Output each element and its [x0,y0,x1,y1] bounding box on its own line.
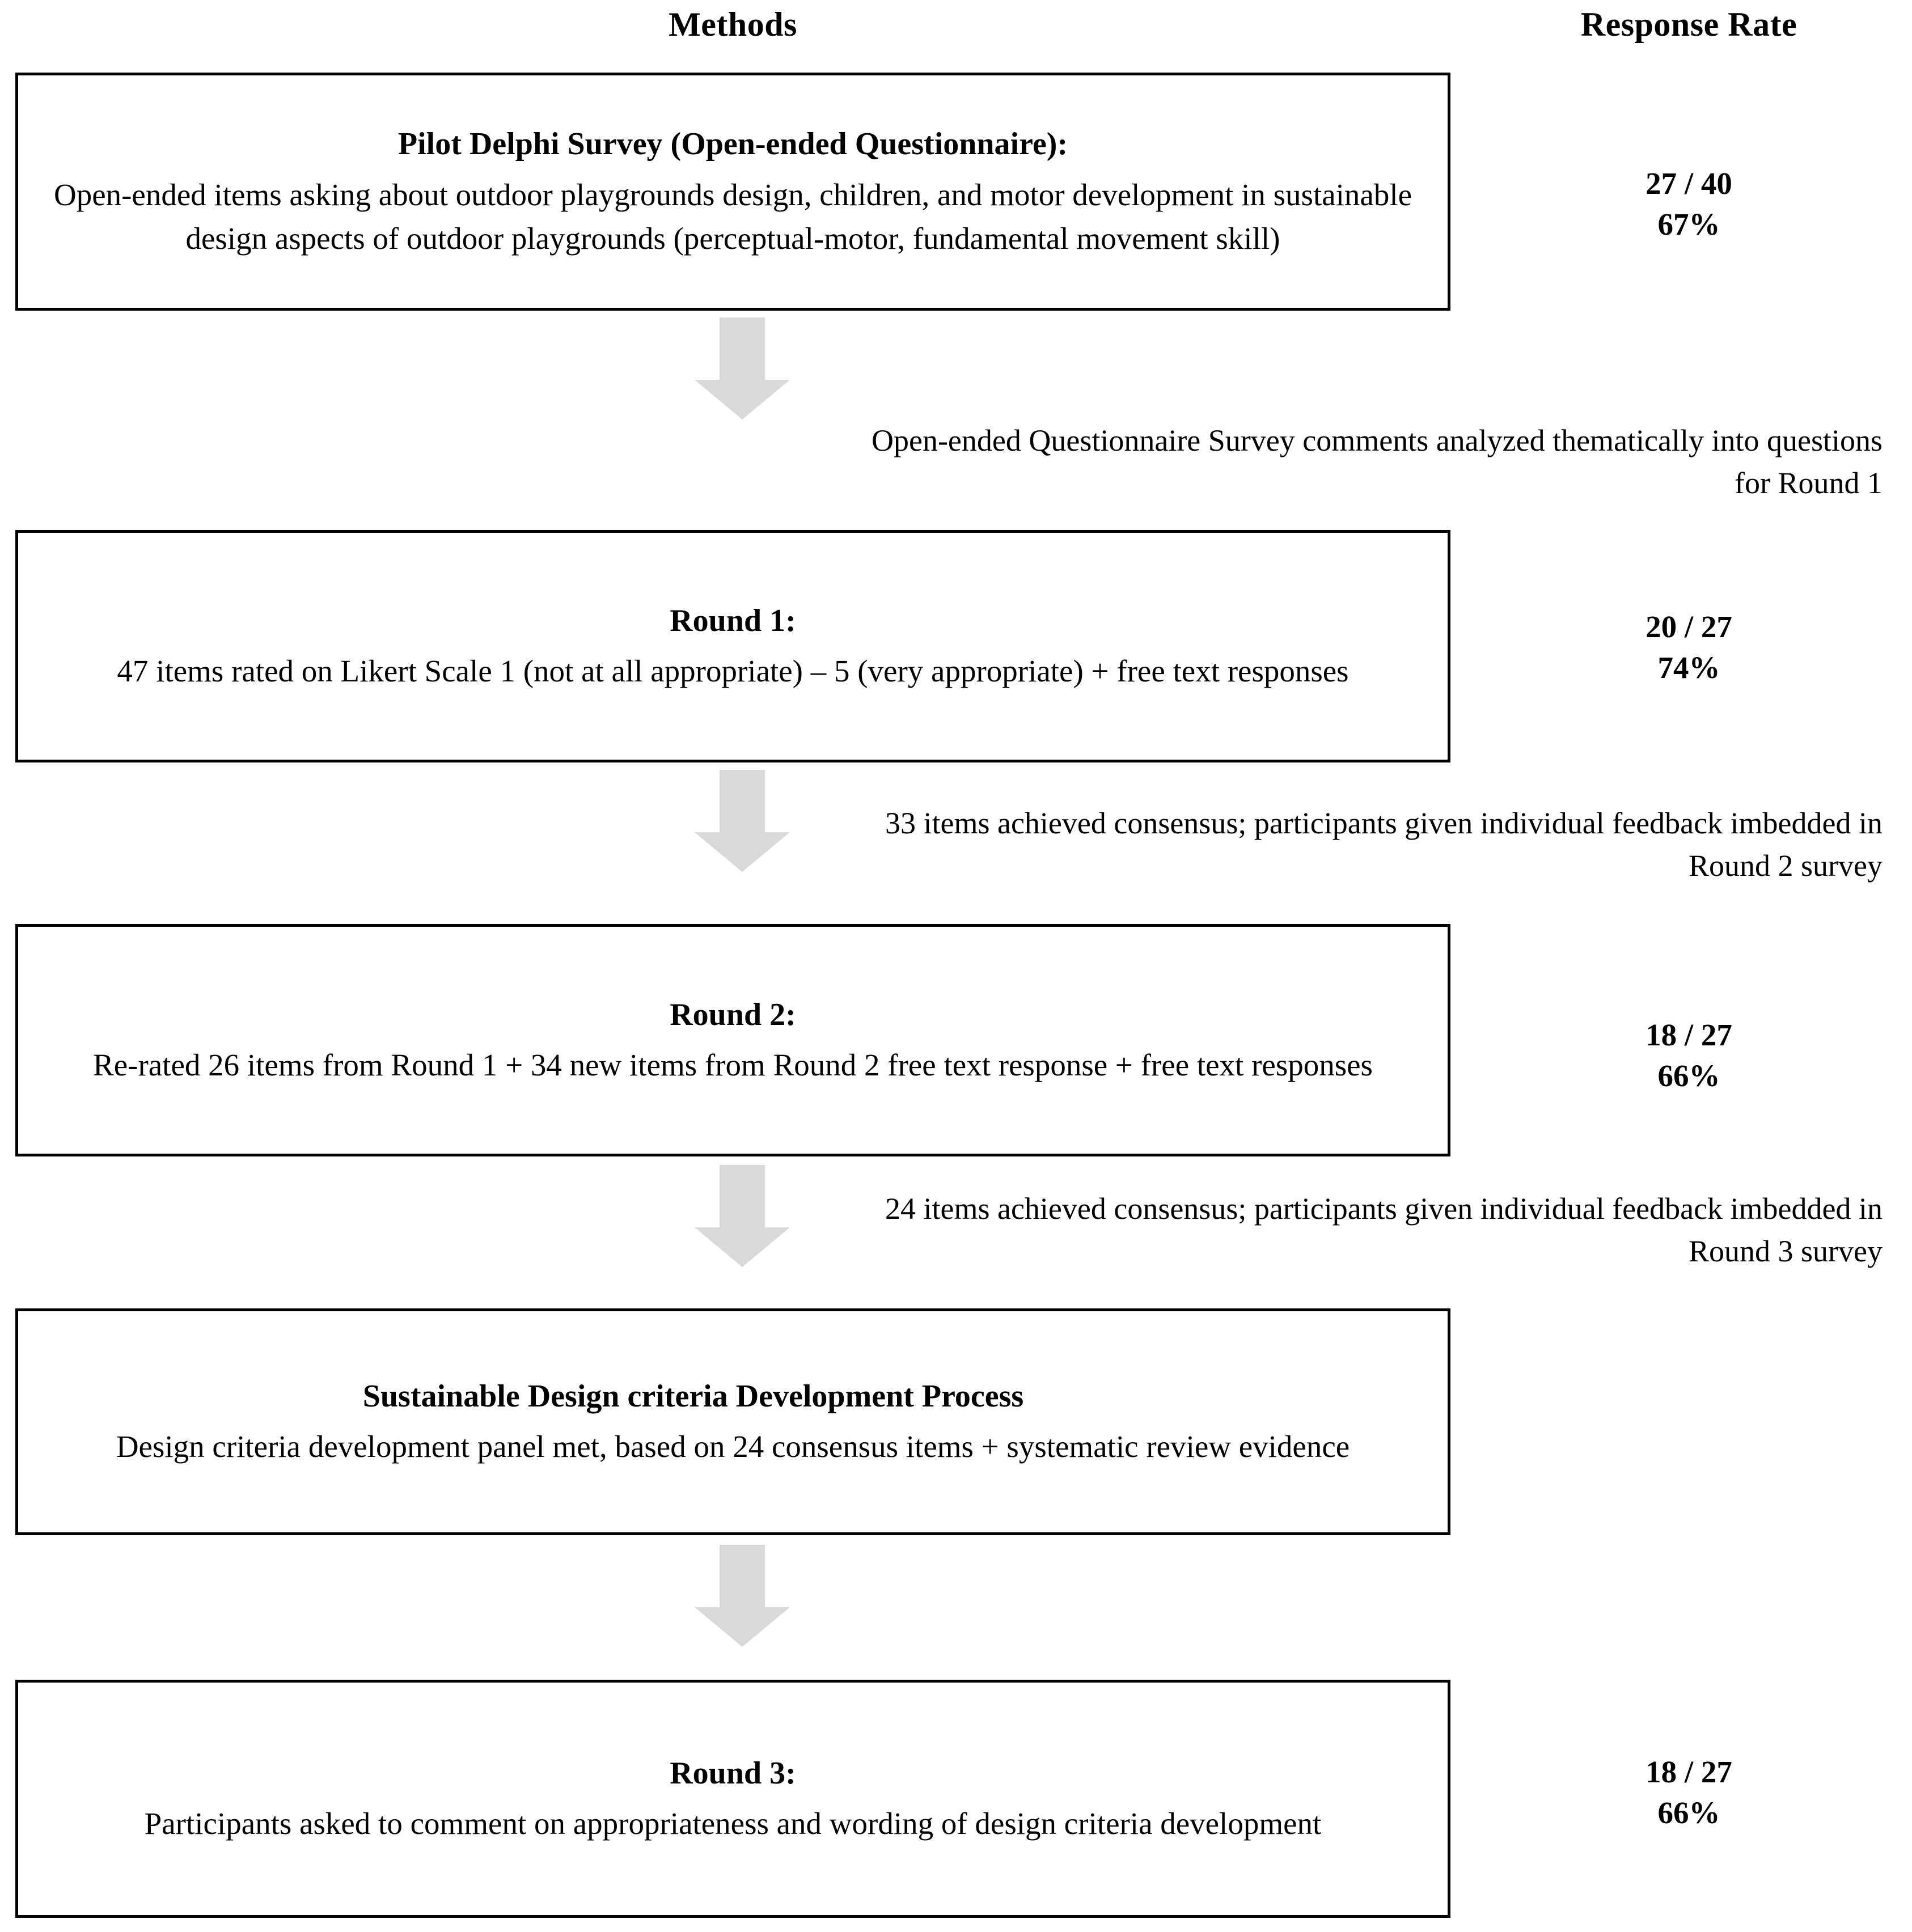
response-rate-percent-round1: 74% [1657,650,1720,685]
response-rate-round3: 18 / 27 66% [1466,1752,1912,1833]
flow-step-title-round2: Round 2: [670,997,796,1032]
response-rate-fraction-round1: 20 / 27 [1645,609,1732,644]
flow-step-box-round2: Round 2: Re-rated 26 items from Round 1 … [15,924,1450,1156]
response-rate-percent-round3: 66% [1657,1795,1720,1830]
flow-step-box-criteria: Sustainable Design criteria Development … [15,1308,1450,1535]
response-rate-pilot: 27 / 40 67% [1466,163,1912,244]
flow-step-body-round2: Re-rated 26 items from Round 1 + 34 new … [93,1048,1373,1083]
methods-column-header: Methods [669,6,797,43]
response-rate-percent-pilot: 67% [1657,206,1720,242]
flow-step-body-round3: Participants asked to comment on appropr… [144,1806,1322,1841]
down-arrow-icon-transition-4 [695,1545,790,1647]
down-arrow-icon-transition-2 [695,770,790,872]
flow-step-body-criteria: Design criteria development panel met, b… [116,1429,1350,1464]
response-rate-round1: 20 / 27 74% [1466,607,1912,688]
response-rate-fraction-round2: 18 / 27 [1645,1018,1732,1052]
response-rate-fraction-round3: 18 / 27 [1645,1755,1732,1789]
response-rate-round2: 18 / 27 66% [1466,1015,1912,1096]
response-rate-percent-round2: 66% [1657,1058,1720,1093]
flow-step-title-round3: Round 3: [670,1755,796,1791]
down-arrow-icon-transition-1 [695,317,790,420]
transition-note-1: Open-ended Questionnaire Survey comments… [871,423,1883,500]
flow-step-body-round1: 47 items rated on Likert Scale 1 (not at… [117,654,1349,689]
flow-step-box-round1: Round 1: 47 items rated on Likert Scale … [15,530,1450,762]
flow-step-title-pilot: Pilot Delphi Survey (Open-ended Question… [397,126,1068,162]
transition-note-2: 33 items achieved consensus; participant… [885,806,1883,883]
flow-step-title-round1: Round 1: [670,603,796,638]
response-rate-column-header: Response Rate [1580,6,1797,43]
response-rate-fraction-pilot: 27 / 40 [1645,166,1732,201]
flow-step-body-pilot: Open-ended items asking about outdoor pl… [53,177,1412,256]
down-arrow-icon-transition-3 [695,1165,790,1267]
flow-step-box-round3: Round 3: Participants asked to comment o… [15,1680,1450,1918]
transition-note-3: 24 items achieved consensus; participant… [885,1192,1883,1268]
flow-step-title-criteria: Sustainable Design criteria Development … [362,1378,1024,1414]
flow-step-box-pilot: Pilot Delphi Survey (Open-ended Question… [15,73,1450,311]
